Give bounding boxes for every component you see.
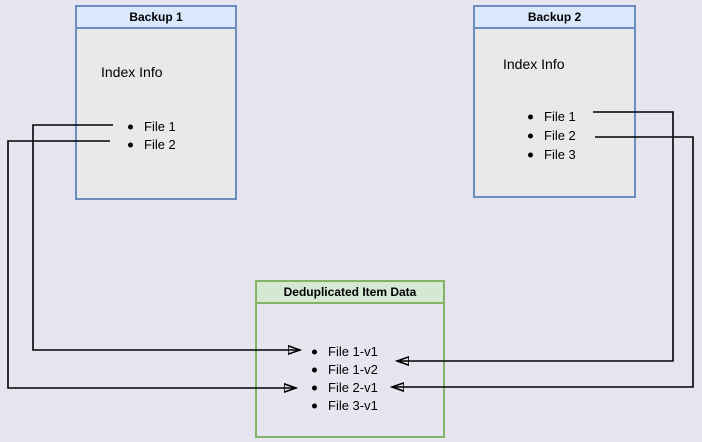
list-item: File 3-v1 bbox=[312, 397, 378, 415]
dedup-title: Deduplicated Item Data bbox=[283, 285, 417, 299]
backup2-title: Backup 2 bbox=[527, 10, 582, 24]
backup1-file-list: File 1 File 2 bbox=[128, 118, 176, 154]
list-item: File 1-v1 bbox=[312, 343, 378, 361]
list-item: File 2 bbox=[128, 136, 176, 154]
dedup-box: Deduplicated Item Data File 1-v1 File 1-… bbox=[255, 280, 445, 438]
dedup-header: Deduplicated Item Data bbox=[257, 282, 443, 304]
backup1-header: Backup 1 bbox=[77, 7, 235, 29]
backup2-header: Backup 2 bbox=[475, 7, 634, 29]
backup2-index-info-label: Index Info bbox=[503, 56, 565, 72]
backup2-file-list: File 1 File 2 File 3 bbox=[528, 107, 576, 164]
backup1-index-info-label: Index Info bbox=[101, 64, 163, 80]
backup1-title: Backup 1 bbox=[129, 10, 183, 24]
list-item: File 2 bbox=[528, 126, 576, 145]
backup1-box: Backup 1 Index Info File 1 File 2 bbox=[75, 5, 237, 200]
list-item: File 2-v1 bbox=[312, 379, 378, 397]
dedup-file-list: File 1-v1 File 1-v2 File 2-v1 File 3-v1 bbox=[312, 343, 378, 415]
list-item: File 1 bbox=[128, 118, 176, 136]
list-item: File 1-v2 bbox=[312, 361, 378, 379]
backup2-box: Backup 2 Index Info File 1 File 2 File 3 bbox=[473, 5, 636, 198]
list-item: File 3 bbox=[528, 145, 576, 164]
list-item: File 1 bbox=[528, 107, 576, 126]
